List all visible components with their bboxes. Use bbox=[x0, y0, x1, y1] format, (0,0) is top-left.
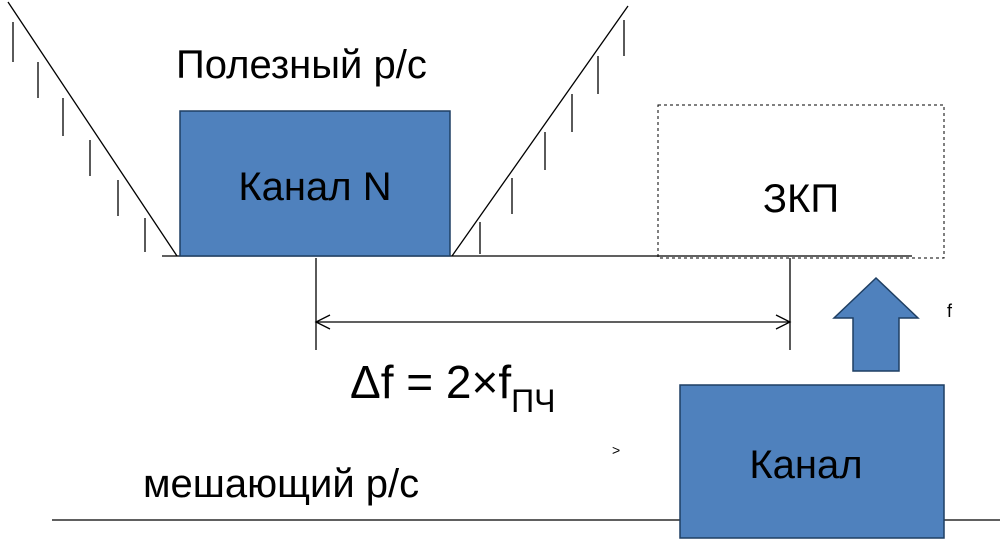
channel-n-box bbox=[179, 110, 451, 257]
stray-mark: > bbox=[612, 442, 620, 458]
up-arrow bbox=[832, 276, 920, 372]
image-channel-box bbox=[657, 104, 945, 259]
delta-f-formula: Δf = 2×fПЧ bbox=[350, 356, 556, 419]
right-filter-slope bbox=[451, 5, 629, 257]
formula-main: Δf = 2×f bbox=[350, 356, 511, 408]
interfering-channel-box bbox=[679, 384, 945, 539]
channel-n-label: Канал N bbox=[238, 165, 391, 209]
delta-f-dimension bbox=[314, 258, 792, 350]
useful-station-label: Полезный р/с bbox=[176, 43, 427, 87]
image-channel-label: ЗКП bbox=[763, 177, 839, 221]
interfering-station-label: мешающий р/с bbox=[143, 462, 419, 506]
left-filter-slope bbox=[7, 1, 178, 257]
interfering-channel-label: Канал bbox=[749, 443, 862, 487]
formula-subscript: ПЧ bbox=[511, 383, 555, 419]
axis-f-label: f bbox=[947, 301, 953, 321]
